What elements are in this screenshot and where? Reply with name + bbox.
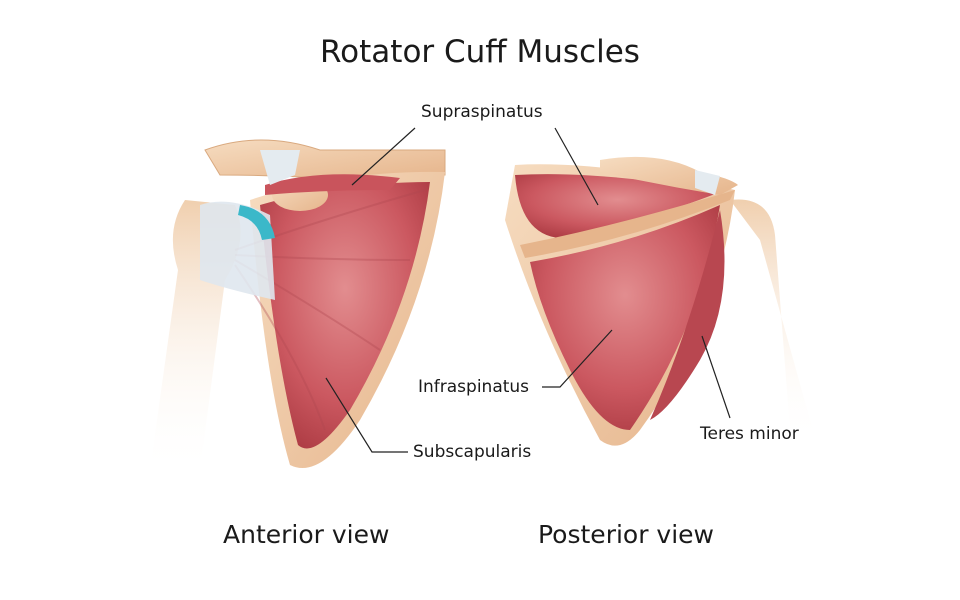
- anterior-view-drawing: [150, 139, 446, 475]
- leader-subscapularis: [325, 377, 408, 453]
- cartilage: [238, 205, 275, 240]
- clavicle-anterior: [204, 139, 446, 179]
- label-infraspinatus: Infraspinatus: [418, 377, 530, 397]
- label-posterior-view: Posterior view: [538, 520, 715, 549]
- label-supraspinatus: Supraspinatus: [421, 102, 543, 122]
- label-teres-minor: Teres minor: [700, 424, 799, 444]
- leader-teres-minor: [701, 335, 731, 419]
- infraspinatus-muscle: [530, 205, 720, 430]
- label-anterior-view: Anterior view: [223, 520, 390, 549]
- leader-supraspinatus-posterior: [554, 127, 599, 206]
- teres-minor-muscle: [650, 210, 725, 420]
- diagram-title: Rotator Cuff Muscles: [320, 34, 640, 70]
- leader-infraspinatus: [542, 329, 613, 388]
- subscapularis-muscle: [260, 182, 430, 449]
- supraspinatus-posterior: [515, 174, 720, 238]
- humerus-posterior: [730, 199, 820, 444]
- label-subscapularis: Subscapularis: [413, 442, 532, 462]
- posterior-view-drawing: [505, 156, 820, 446]
- supraspinatus-anterior: [265, 174, 400, 195]
- leader-supraspinatus-anterior: [351, 127, 416, 186]
- leader-lines: [325, 127, 731, 453]
- spine-of-scapula: [520, 190, 735, 258]
